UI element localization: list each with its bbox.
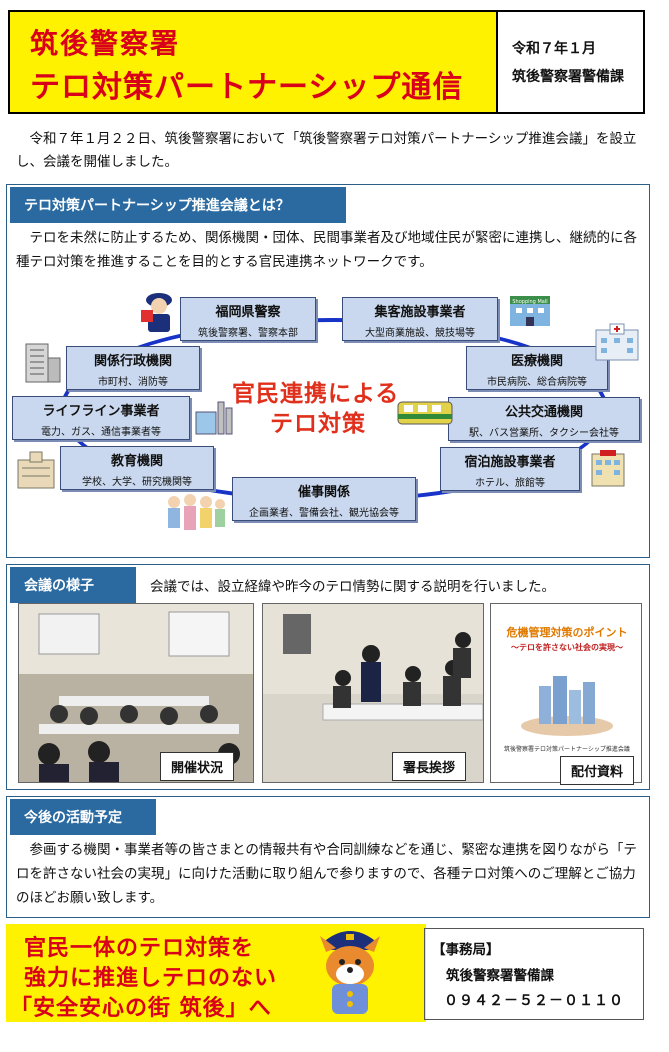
node-title: 集客施設事業者 [374,305,466,320]
node-medical: 医療機関 市民病院、総合病院等 [466,346,608,390]
section3-text: 参画する機関・事業者等の皆さまとの情報共有や合同訓練などを通じ、緊密な連携を図り… [16,842,637,906]
section3-frame [6,796,650,918]
header-date: 令和７年１月 [512,41,596,57]
node-sub: 市民病院、総合病院等 [487,377,587,388]
handout-footer: 筑後警察署テロ対策パートナーシップ推進会議 [504,746,630,753]
header-title-panel [10,12,498,112]
node-sub: 市町村、消防等 [98,377,168,388]
government-building-illustration [25,343,61,383]
hospital-illustration [595,323,639,361]
section1-label: テロ対策パートナーシップ推進会議とは？ [10,187,346,223]
police-officer-illustration [141,293,172,332]
node-sub: 電力、ガス、通信事業者等 [41,427,161,438]
office-phone: ０９４２－５２－０１１０ [444,993,624,1009]
section1-frame [6,184,650,558]
node-government: 関係行政機関 市町村、消防等 [66,346,200,390]
school-illustration [17,451,55,489]
node-title: 公共交通機関 [504,405,583,420]
handout-subtitle: ～テロを許さない社会の実現～ [511,643,623,652]
node-title: ライフライン事業者 [42,404,160,419]
node-title: 催事関係 [297,485,350,500]
city-in-hands-illustration [521,676,613,736]
train-illustration [397,401,453,425]
power-plant-illustration [195,401,233,435]
header-title-line2: テロ対策パートナーシップ通信 [30,70,464,105]
node-sub: 大型商業施設、競技場等 [365,328,475,339]
office-name: 筑後警察署警備課 [446,968,554,984]
intro-text: 令和７年１月２２日、筑後警察署において「筑後警察署テロ対策パートナーシップ推進会… [16,131,637,170]
section2-frame [6,564,650,790]
section2-text: 会議では、設立経緯や昨今のテロ情勢に関する説明を行いました。 [150,579,555,595]
photo-meeting [18,603,254,783]
mall-sign: Shopping Mall [512,299,547,305]
diagram-center-line2: テロ対策 [270,411,366,437]
slogan-line1: 官民一体のテロ対策を [24,936,255,961]
node-title: 宿泊施設事業者 [464,455,556,470]
node-title: 医療機関 [510,354,563,369]
caption-handout: 配付資料 [560,756,635,785]
node-facility: 集客施設事業者 大型商業施設、競技場等 [342,297,498,341]
node-lifeline: ライフライン事業者 電力、ガス、通信事業者等 [12,396,190,440]
header-title-line1: 筑後警察署 [30,27,181,60]
handout-title: 危機管理対策のポイント [506,626,628,639]
office-box [424,928,644,1020]
header-org: 筑後警察署警備課 [512,69,624,85]
node-education: 教育機関 学校、大学、研究機関等 [60,446,214,490]
diagram-center-line1: 官民連携による [232,381,400,407]
node-title: 教育機関 [110,454,163,469]
shopping-mall-illustration: Shopping Mall [510,296,550,326]
mascot-dog-police-illustration [320,931,380,1014]
node-sub: 学校、大学、研究機関等 [82,477,192,488]
node-police: 福岡県警察 筑後警察署、警察本部 [180,297,316,341]
slogan-line2: 強力に推進しテロのない [24,966,278,991]
caption-greeting: 署長挨拶 [392,752,467,781]
section3-label: 今後の活動予定 [10,799,156,835]
node-title: 関係行政機関 [93,354,172,369]
node-sub: 筑後警察署、警察本部 [198,328,298,339]
section2-label: 会議の様子 [10,567,136,603]
crowd-illustration [168,494,225,530]
node-sub: ホテル、旅館等 [475,478,545,489]
section1-text: テロを未然に防止するため、関係機関・団体、民間事業者及び地域住民が緊密に連携し、… [16,230,637,270]
node-transport: 公共交通機関 駅、バス営業所、タクシー会社等 [448,397,640,441]
slogan-line3: 「安全安心の街 筑後」へ [10,996,272,1021]
node-sub: 駅、バス営業所、タクシー会社等 [469,428,619,439]
caption-meeting: 開催状況 [160,752,235,781]
hotel-illustration [591,450,625,487]
office-heading: 【事務局】 [432,942,500,958]
node-lodging: 宿泊施設事業者 ホテル、旅館等 [440,447,580,491]
node-title: 福岡県警察 [215,305,281,320]
node-events: 催事関係 企画業者、警備会社、観光協会等 [232,477,416,521]
node-sub: 企画業者、警備会社、観光協会等 [249,508,399,519]
photo-handout: 危機管理対策のポイント ～テロを許さない社会の実現～ 筑後警察署テロ対策パートナ… [490,603,642,783]
